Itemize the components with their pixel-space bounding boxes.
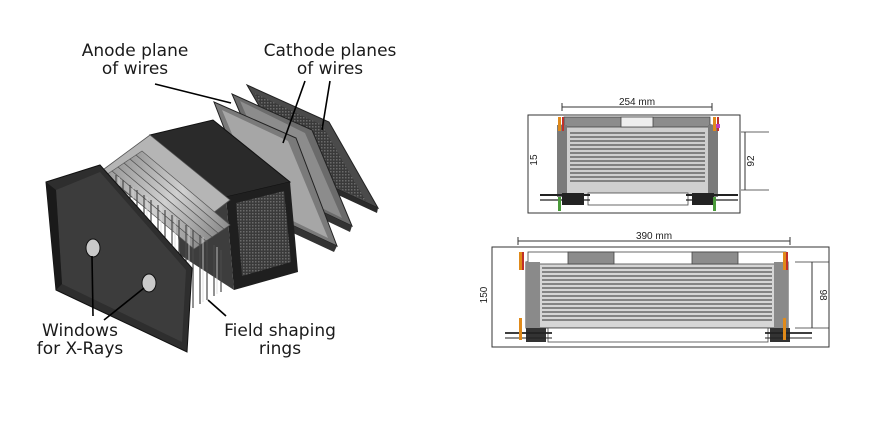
dim-top-width: 254 mm — [619, 97, 655, 108]
label-windows: Windows for X-Rays — [36, 321, 124, 359]
label-cathode-planes: Cathode planes of wires — [263, 41, 397, 79]
front-plate — [45, 164, 193, 353]
dim-top-height-right: 92 — [746, 155, 757, 167]
x-ray-window-right — [141, 273, 157, 293]
drawing-top — [527, 103, 769, 214]
leader-cathode-2 — [321, 80, 331, 131]
leader-lines — [91, 80, 331, 321]
leader-window-2 — [103, 287, 145, 321]
dim-bottom-height-left: 150 — [479, 286, 490, 303]
leader-window-1 — [91, 255, 94, 317]
dim-top-height-left: 15 — [529, 154, 540, 166]
dim-bottom-height-right: 98 — [817, 289, 828, 301]
label-anode-plane: Anode plane of wires — [81, 41, 189, 79]
leader-anode — [154, 83, 232, 104]
x-ray-window-left — [85, 238, 101, 258]
leader-rings — [207, 299, 227, 317]
leader-cathode-1 — [282, 80, 306, 144]
drawing-bottom — [491, 237, 830, 348]
label-field-shaping-rings: Field shaping rings — [224, 321, 336, 359]
exploded-view — [45, 80, 380, 353]
dim-bottom-width: 390 mm — [636, 231, 672, 242]
